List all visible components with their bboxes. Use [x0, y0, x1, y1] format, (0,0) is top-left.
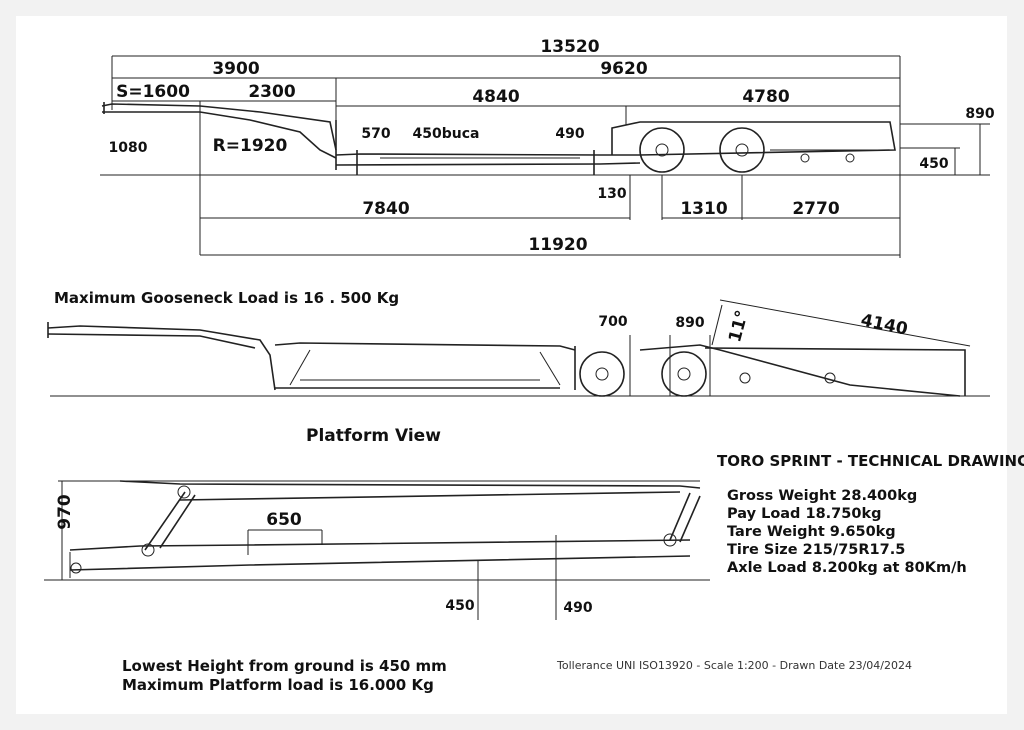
- spec-axle-load: Axle Load 8.200kg at 80Km/h: [727, 560, 967, 576]
- dim-overall-length: 13520: [540, 37, 599, 57]
- dim-radius: R=1920: [213, 136, 288, 156]
- lowest-height-note: Lowest Height from ground is 450 mm: [122, 657, 447, 675]
- drawing-sheet: [16, 16, 1007, 714]
- dim-front-section: 3900: [212, 59, 259, 79]
- platform-view: [44, 480, 710, 620]
- dim-well-front: 570: [361, 126, 390, 142]
- dim-height-front: 1080: [109, 140, 148, 156]
- dim-bed-length: 4840: [472, 87, 519, 107]
- platform-load-note: Maximum Platform load is 16.000 Kg: [122, 676, 434, 694]
- spec-tire-size: Tire Size 215/75R17.5: [727, 542, 906, 558]
- dim-height-bed: 450: [919, 156, 948, 172]
- dim-well-rear: 490: [555, 126, 584, 142]
- gooseneck-load-note: Maximum Gooseneck Load is 16 . 500 Kg: [54, 289, 400, 307]
- spec-tare-weight: Tare Weight 9.650kg: [727, 524, 896, 540]
- dim-gap: 130: [597, 186, 626, 202]
- ramp-view: [47, 299, 990, 397]
- dim-to-axle: 7840: [362, 199, 409, 219]
- dim-rear-section: 9620: [600, 59, 647, 79]
- dim-height-rear: 890: [965, 106, 994, 122]
- dim-970: 970: [55, 494, 75, 530]
- ramp-angle: 11°: [725, 308, 753, 344]
- platform-view-title: Platform View: [306, 426, 441, 446]
- dim-total-bed: 11920: [528, 235, 587, 255]
- spec-pay-load: Pay Load 18.750kg: [727, 506, 882, 522]
- dim-rear-overhang: 2770: [792, 199, 839, 219]
- spec-gross-weight: Gross Weight 28.400kg: [727, 488, 918, 504]
- drawing-title: TORO SPRINT - TECHNICAL DRAWING: [717, 452, 1024, 470]
- dim-890: 890: [675, 315, 704, 331]
- tolerance-scale-date: Tollerance UNI ISO13920 - Scale 1:200 - …: [557, 659, 913, 672]
- dim-450: 450: [445, 598, 474, 614]
- side-view: [100, 55, 990, 258]
- dim-gooseneck-length: 2300: [248, 82, 295, 102]
- dim-490: 490: [563, 600, 592, 616]
- dim-700: 700: [598, 314, 627, 330]
- dim-well-hole: 450buca: [413, 126, 480, 142]
- dim-axle-spacing: 1310: [680, 199, 727, 219]
- dim-650: 650: [266, 510, 302, 530]
- dim-rear-length: 4780: [742, 87, 789, 107]
- dim-swing: S=1600: [116, 82, 190, 102]
- ramp-length: 4140: [859, 310, 910, 339]
